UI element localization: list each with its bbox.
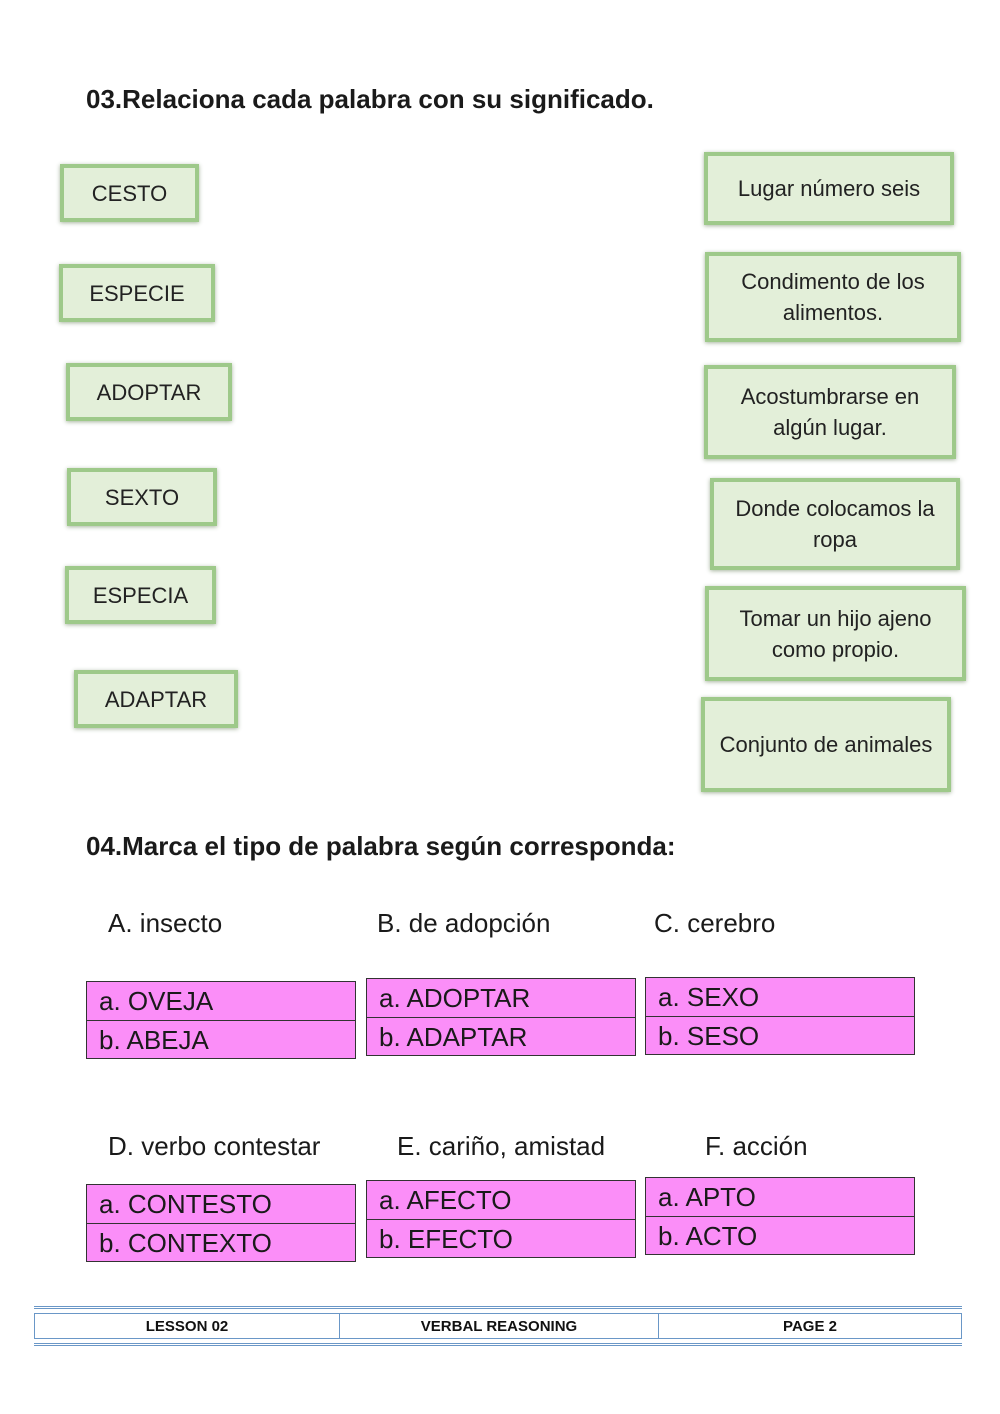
question-d-options: a. CONTESTO b. CONTEXTO [86, 1184, 356, 1262]
option-sexo[interactable]: a. SEXO [658, 982, 760, 1012]
question-c-options: a. SEXO b. SESO [645, 977, 915, 1055]
word-card-especie[interactable]: ESPECIE [59, 264, 215, 322]
footer-table: LESSON 02 VERBAL REASONING PAGE 2 [34, 1313, 962, 1339]
question-f-prompt: F. acción [705, 1131, 808, 1161]
option-afecto[interactable]: a. AFECTO [379, 1185, 512, 1215]
question-b-prompt: B. de adopción [377, 908, 551, 938]
question-d-prompt: D. verbo contestar [108, 1131, 321, 1161]
question-e-options: a. AFECTO b. EFECTO [366, 1180, 636, 1258]
question-e-prompt: E. cariño, amistad [397, 1131, 606, 1161]
question-c-prompt: C. cerebro [654, 908, 776, 938]
option-apto[interactable]: a. APTO [658, 1182, 756, 1212]
word-card-adoptar[interactable]: ADOPTAR [66, 363, 232, 421]
question-a-options: a. OVEJA b. ABEJA [86, 981, 356, 1059]
word-card-sexto[interactable]: SEXTO [67, 468, 217, 526]
page-footer: LESSON 02 VERBAL REASONING PAGE 2 [34, 1306, 962, 1346]
meaning-card-5[interactable]: Tomar un hijo ajeno como propio. [705, 586, 966, 681]
option-oveja[interactable]: a. OVEJA [99, 986, 214, 1016]
option-seso[interactable]: b. SESO [646, 1016, 914, 1054]
option-efecto[interactable]: b. EFECTO [367, 1219, 635, 1257]
section-04-title: 04.Marca el tipo de palabra según corres… [86, 831, 676, 861]
footer-page: PAGE 2 [658, 1314, 961, 1338]
word-card-especia[interactable]: ESPECIA [65, 566, 216, 624]
footer-subject: VERBAL REASONING [339, 1314, 658, 1338]
option-adaptar[interactable]: b. ADAPTAR [367, 1017, 635, 1055]
question-a-prompt: A. insecto [108, 908, 223, 938]
option-contesto[interactable]: a. CONTESTO [99, 1189, 272, 1219]
question-b-options: a. ADOPTAR b. ADAPTAR [366, 978, 636, 1056]
question-f-options: a. APTO b. ACTO [645, 1177, 915, 1255]
option-acto[interactable]: b. ACTO [646, 1216, 914, 1254]
meaning-card-4[interactable]: Donde colocamos la ropa [710, 478, 960, 570]
word-card-cesto[interactable]: CESTO [60, 164, 199, 222]
option-abeja[interactable]: b. ABEJA [87, 1020, 355, 1058]
meaning-card-2[interactable]: Condimento de los alimentos. [705, 252, 961, 342]
meaning-card-3[interactable]: Acostumbrarse en algún lugar. [704, 365, 956, 459]
word-card-adaptar[interactable]: ADAPTAR [74, 670, 238, 728]
section-03-title: 03.Relaciona cada palabra con su signifi… [86, 84, 654, 114]
option-contexto[interactable]: b. CONTEXTO [87, 1223, 355, 1261]
meaning-card-1[interactable]: Lugar número seis [704, 152, 954, 225]
meaning-card-6[interactable]: Conjunto de animales [701, 697, 951, 792]
footer-lesson: LESSON 02 [145, 1317, 229, 1335]
option-adoptar[interactable]: a. ADOPTAR [379, 983, 531, 1013]
